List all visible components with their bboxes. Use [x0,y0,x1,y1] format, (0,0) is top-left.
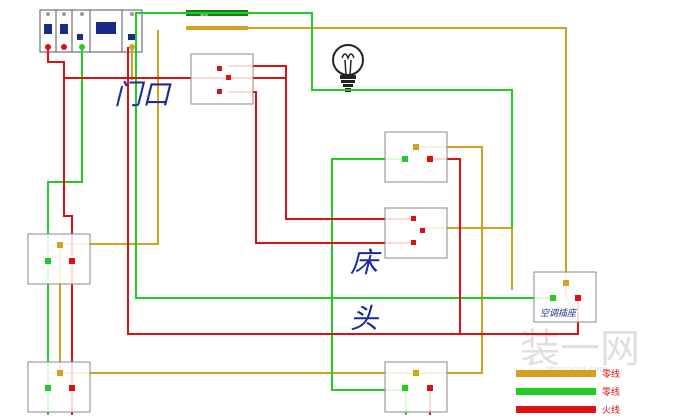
ground-wires [47,12,553,415]
socket-box-left-bottom [27,361,91,413]
legend-swatch-neutral [516,370,596,377]
bedside-label-2: 头 [350,302,380,335]
switch-box-door [190,53,254,105]
legend-swatch-ground [516,388,596,395]
switch-box-right-top [384,131,448,183]
legend: 零线 零线 火线 [516,368,620,416]
switch-box-bed [384,207,448,259]
ac-socket-label: 空调插座 [540,308,578,319]
legend-swatch-live [516,406,596,413]
socket-box-left-top [27,233,91,285]
lamp-icon [332,44,364,92]
legend-label-live: 火线 [602,404,620,416]
ac-socket-box: 空调插座 [533,271,597,323]
bedside-label-1: 床 [350,246,382,279]
legend-label-ground: 零线 [602,386,620,398]
legend-label-neutral: 零线 [602,368,620,380]
door-label: 门口 [114,78,172,111]
socket-box-bottom-middle [384,361,448,413]
breaker-panel [39,9,143,53]
